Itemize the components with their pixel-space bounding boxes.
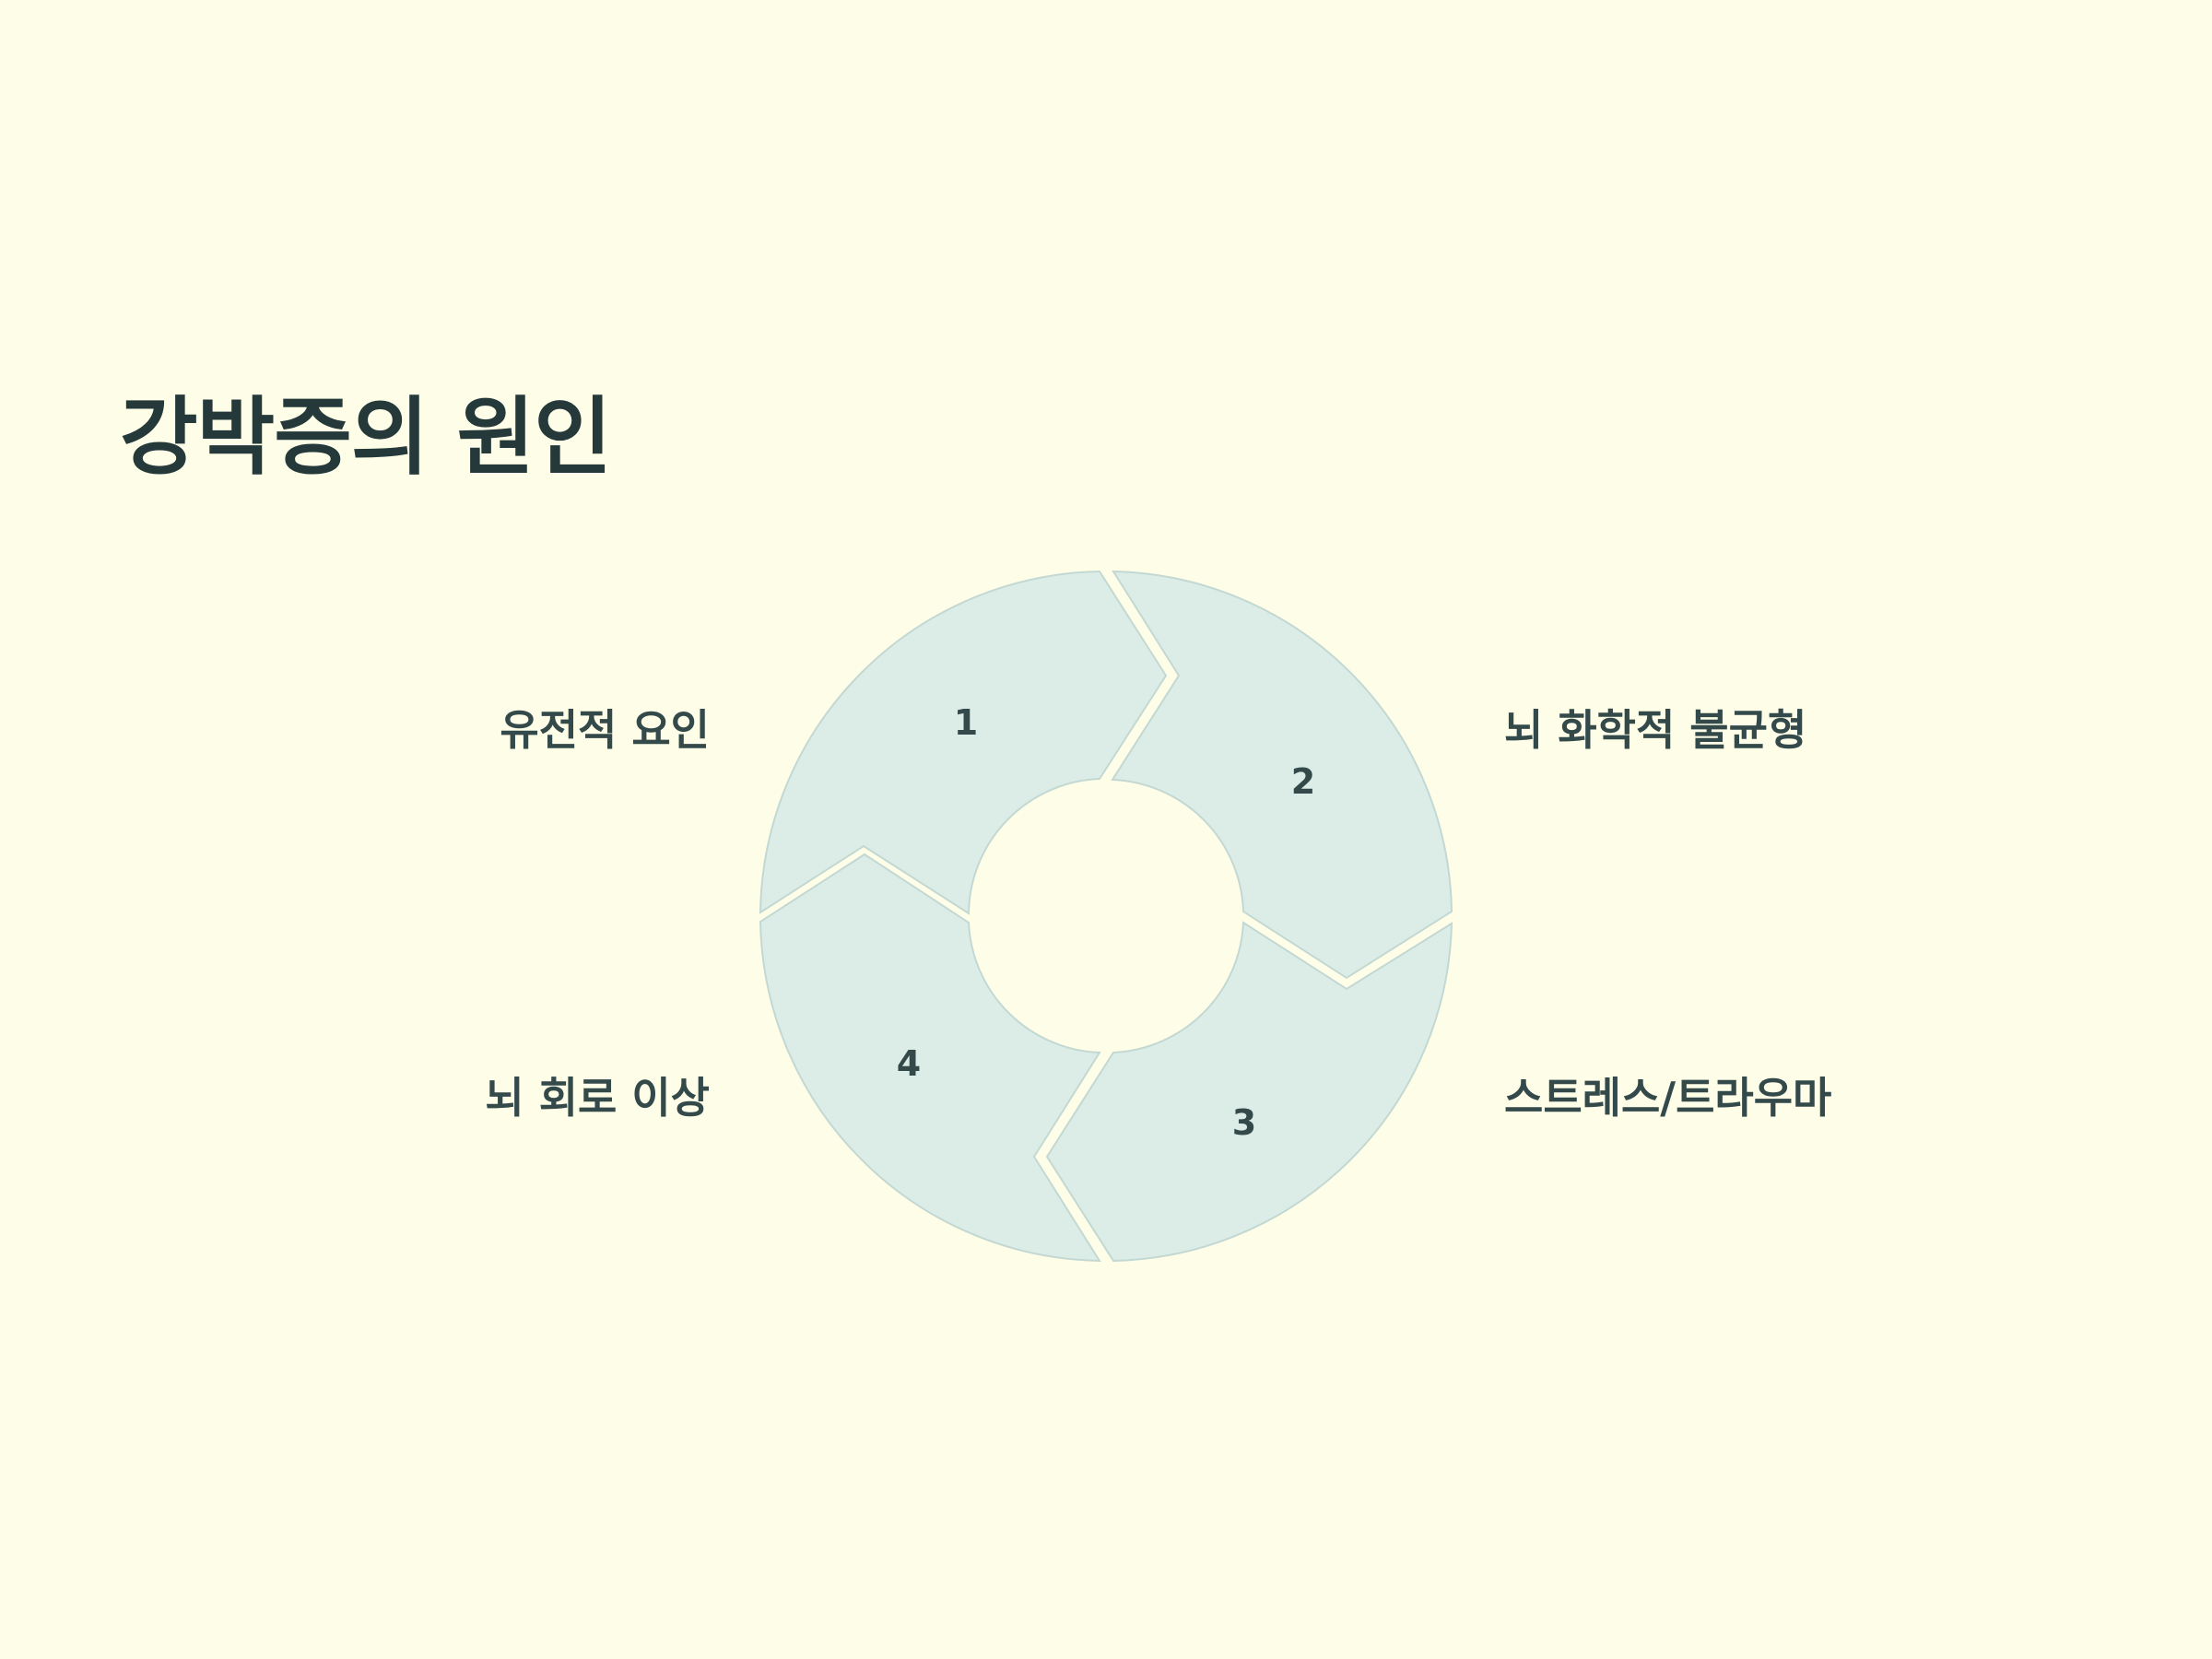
segment-number-4: 4 (897, 1043, 921, 1084)
cause-label-brain-chemistry: 뇌 화학적 불균형 (1504, 705, 1807, 755)
cycle-segment-2 (1111, 570, 1453, 980)
cause-label-genetic: 유전적 요인 (500, 705, 710, 755)
cycle-segment-3 (1045, 921, 1453, 1263)
slide-title: 강박증의 원인 (120, 388, 612, 487)
cause-label-brain-circuit: 뇌 회로 이상 (485, 1073, 710, 1123)
cycle-segment-4 (759, 853, 1101, 1263)
segment-number-2: 2 (1291, 761, 1315, 802)
cause-label-stress-trauma: 스트레스/트라우마 (1504, 1073, 1832, 1123)
cycle-segment-1 (759, 570, 1168, 915)
segment-number-1: 1 (954, 702, 978, 743)
segment-number-3: 3 (1232, 1102, 1256, 1143)
